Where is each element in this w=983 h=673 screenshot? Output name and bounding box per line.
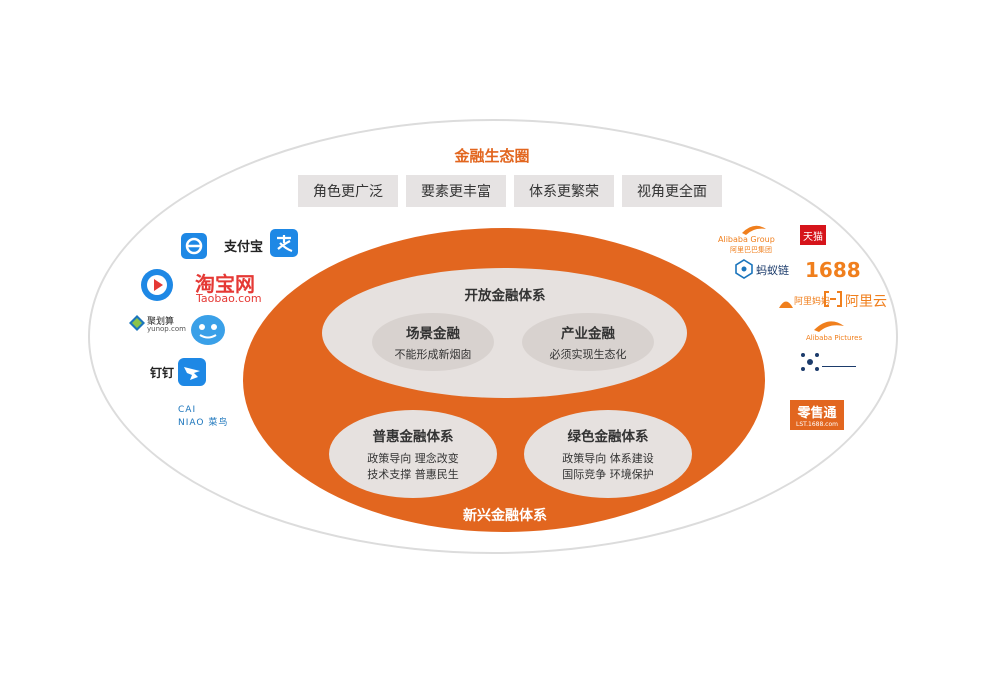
green-finance-line2: 国际竞争 环境保护	[562, 468, 654, 481]
green-finance-title: 绿色金融体系	[567, 429, 649, 445]
wangwang-icon	[190, 313, 226, 347]
alibaba-mark-icon	[740, 222, 768, 236]
jushita-text: 聚划算	[147, 317, 175, 327]
lst-logo: 零售通 LST.1688.com	[790, 400, 844, 430]
lst-text: 零售通	[797, 406, 837, 421]
ecosystem-tags: 角色更广泛 要素更丰富 体系更繁荣 视角更全面	[298, 175, 722, 207]
tag-prosperity: 体系更繁荣	[514, 175, 614, 207]
tag-roles: 角色更广泛	[298, 175, 398, 207]
taobao-url: Taobao.com	[196, 292, 262, 305]
1688-logo: 1688	[805, 258, 861, 282]
open-finance-title: 开放金融体系	[464, 288, 546, 304]
taobao-logo-text: 淘宝网	[195, 272, 255, 296]
alipay-logo-text: 支付宝	[224, 240, 264, 255]
cainiao-line1: CAI	[178, 405, 197, 415]
alibaba-group-text: Alibaba Group	[718, 235, 775, 244]
network-logo-mark	[822, 356, 856, 367]
inclusive-finance-ellipse: 普惠金融体系 政策导向 理念改变 技术支撑 普惠民生	[329, 410, 497, 498]
emerging-finance-title: 新兴金融体系	[463, 508, 547, 524]
dingding-icon	[178, 358, 206, 386]
lst-url: LST.1688.com	[795, 421, 838, 428]
cainiao-line2: NIAO 菜鸟	[178, 418, 229, 428]
tag-elements: 要素更丰富	[406, 175, 506, 207]
aliyun-text: 阿里云	[845, 294, 887, 310]
scene-finance-title: 场景金融	[406, 326, 460, 342]
green-finance-line1: 政策导向 体系建设	[562, 452, 654, 465]
jushita-url: yunop.com	[147, 325, 186, 333]
antchain-text: 蚂蚁链	[756, 264, 789, 277]
dingding-text: 钉钉	[150, 366, 175, 380]
alimama-text: 阿里妈妈	[794, 297, 831, 307]
industry-finance-text: 必须实现生态化	[549, 348, 627, 361]
app-e-logo	[181, 233, 207, 259]
alipay-icon	[270, 229, 298, 257]
pictures-mark-icon	[812, 318, 846, 334]
alibaba-group-cn: 阿里巴巴集团	[730, 246, 772, 254]
inclusive-finance-line1: 政策导向 理念改变	[367, 452, 459, 465]
industry-finance-ellipse: 产业金融 必须实现生态化	[522, 313, 654, 371]
alibaba-pictures-text: Alibaba Pictures	[806, 334, 863, 342]
network-icon	[800, 352, 820, 372]
ecosystem-title: 金融生态圈	[454, 147, 530, 165]
inclusive-finance-line2: 技术支撑 普惠民生	[367, 468, 459, 481]
youku-logo	[141, 269, 173, 301]
jushita-icon	[129, 315, 145, 331]
tmall-logo: 天猫	[800, 225, 826, 245]
green-finance-ellipse: 绿色金融体系 政策导向 体系建设 国际竞争 环境保护	[524, 410, 692, 498]
antchain-icon	[735, 259, 753, 279]
scene-finance-text: 不能形成新烟囱	[394, 348, 472, 361]
aliyun-icon	[823, 290, 843, 308]
industry-finance-title: 产业金融	[561, 326, 615, 342]
alimama-icon	[778, 294, 794, 308]
tag-perspective: 视角更全面	[622, 175, 722, 207]
inclusive-finance-title: 普惠金融体系	[372, 429, 454, 445]
scene-finance-ellipse: 场景金融 不能形成新烟囱	[372, 313, 494, 371]
